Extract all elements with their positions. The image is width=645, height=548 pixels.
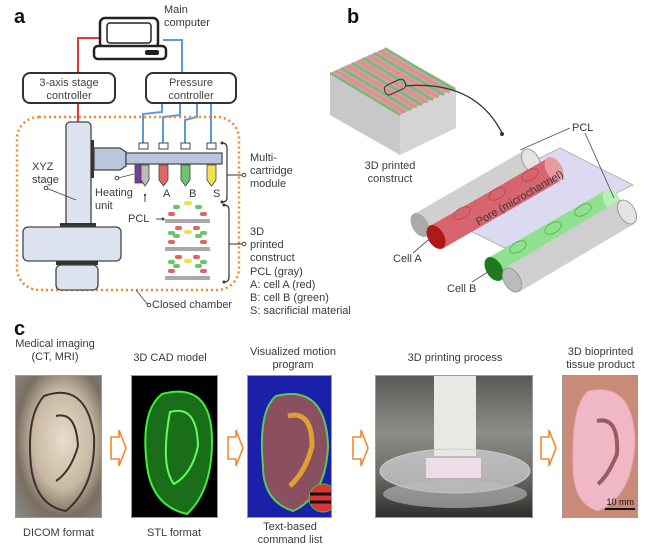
pcl-cylinder-2 bbox=[502, 199, 637, 293]
construct-stripe bbox=[384, 47, 456, 91]
arrow-icon bbox=[352, 429, 369, 467]
construct-stripe bbox=[367, 54, 440, 99]
xyz-stage-label: XYZ stage bbox=[32, 161, 59, 186]
scale-bar-label: 10 mm bbox=[606, 497, 634, 507]
main-computer-label: Main computer bbox=[164, 4, 210, 29]
step-3-caption: Text-based command list bbox=[257, 521, 323, 546]
motion-program-thumbnail bbox=[247, 375, 332, 518]
legend-cell-b: B: cell B (green) bbox=[250, 292, 329, 304]
panel-c-letter: c bbox=[14, 318, 26, 340]
printing-process-thumbnail bbox=[375, 375, 533, 518]
cartridge-a-label: A bbox=[163, 188, 171, 200]
construct-stripe bbox=[345, 64, 418, 109]
cell-a-cylinder bbox=[426, 157, 564, 249]
cad-model-thumbnail bbox=[131, 375, 218, 518]
tissue-product-thumbnail: 10 mm bbox=[562, 375, 638, 518]
step-1-caption: DICOM format bbox=[23, 527, 94, 539]
stage-base bbox=[22, 226, 122, 262]
printed-construct-stack bbox=[165, 201, 210, 280]
construct-stripe bbox=[340, 67, 412, 111]
pressure-controller-box: Pressure controller bbox=[145, 72, 237, 104]
legend-sacrificial: S: sacrificial material bbox=[250, 305, 351, 317]
tube-2 bbox=[162, 103, 181, 143]
legend-pcl: PCL (gray) bbox=[250, 266, 303, 278]
syringe-a bbox=[158, 164, 169, 187]
cell-b-label: Cell B bbox=[447, 283, 477, 295]
step-2-title: 3D CAD model bbox=[133, 352, 207, 364]
pcl-cylinder-1 bbox=[410, 148, 541, 237]
step-5-title: 3D bioprinted tissue product bbox=[566, 346, 635, 371]
stage-wire bbox=[77, 37, 100, 72]
construct-stripe bbox=[362, 57, 434, 101]
step-1-title: Medical imaging (CT, MRI) bbox=[15, 338, 95, 363]
construct-stripe bbox=[351, 62, 423, 106]
tube-3 bbox=[184, 103, 198, 143]
legend-cell-a: A: cell A (red) bbox=[250, 279, 316, 291]
medical-imaging-thumbnail bbox=[15, 375, 102, 518]
cartridge-rail bbox=[125, 152, 223, 165]
arrow-icon bbox=[110, 429, 127, 467]
pcl-label-b: PCL bbox=[572, 122, 594, 134]
syringe-pcl bbox=[140, 164, 150, 187]
syringe-b bbox=[180, 164, 191, 187]
printed-construct-label: 3D printed construct bbox=[250, 226, 295, 264]
construct-stripe bbox=[378, 49, 451, 94]
pcl-label: PCL bbox=[128, 213, 150, 225]
tube-1 bbox=[142, 103, 163, 143]
construct-stripe bbox=[334, 69, 407, 114]
construct-stripe bbox=[329, 72, 401, 116]
cell-a-label: Cell A bbox=[393, 253, 422, 265]
construct-stripes bbox=[329, 47, 456, 116]
multi-cartridge-label: Multi- cartridge module bbox=[250, 152, 293, 190]
step-2-caption: STL format bbox=[147, 527, 201, 539]
computer-icon bbox=[92, 16, 168, 61]
step-4-title: 3D printing process bbox=[407, 352, 503, 364]
construct-label: 3D printed construct bbox=[364, 160, 416, 185]
cartridge-b-label: B bbox=[189, 188, 197, 200]
syringe-s bbox=[206, 164, 217, 187]
pressure-wire bbox=[163, 39, 183, 72]
arrow-icon bbox=[540, 429, 557, 467]
closed-chamber-outline bbox=[15, 115, 241, 292]
heating-unit-label: Heating unit bbox=[95, 187, 133, 212]
construct-stripe bbox=[356, 59, 429, 104]
closed-chamber-label: Closed chamber bbox=[152, 299, 233, 311]
flow-arrows bbox=[110, 429, 557, 467]
stage-foot bbox=[55, 264, 99, 291]
stage-controller-box: 3-axis stage controller bbox=[22, 72, 116, 104]
cartridge-s-label: S bbox=[213, 188, 221, 200]
panel-b-letter: b bbox=[347, 6, 360, 28]
step-3-title: Visualized motion program bbox=[249, 346, 336, 371]
construct-stripe bbox=[373, 52, 445, 96]
panel-a-letter: a bbox=[14, 6, 26, 28]
arrow-icon bbox=[227, 429, 244, 467]
